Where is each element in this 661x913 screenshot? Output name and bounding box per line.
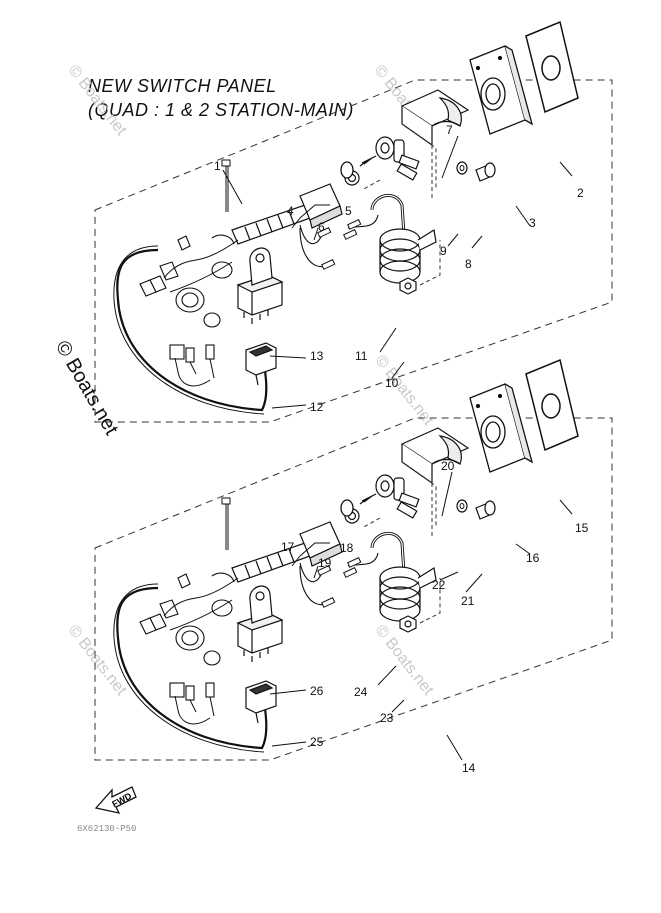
callout-21: 21 — [461, 594, 475, 608]
callout-24: 24 — [354, 685, 368, 699]
callout-18: 18 — [340, 541, 354, 555]
diagram-subtitle: (QUAD : 1 & 2 STATION-MAIN) — [88, 100, 354, 120]
callout-26: 26 — [310, 684, 324, 698]
callout-5: 5 — [345, 204, 352, 218]
callout-16: 16 — [526, 551, 540, 565]
diagram-title: NEW SWITCH PANEL — [88, 76, 277, 96]
callout-13: 13 — [310, 349, 324, 363]
fwd-arrow-icon — [94, 786, 137, 814]
callout-23: 23 — [380, 711, 394, 725]
callout-4: 4 — [287, 204, 294, 218]
callout-17: 17 — [281, 540, 295, 554]
callout-15: 15 — [575, 521, 589, 535]
callout-25: 25 — [310, 735, 324, 749]
callout-3: 3 — [529, 216, 536, 230]
part-code: 6X62130-P50 — [77, 824, 137, 834]
callout-2: 2 — [577, 186, 584, 200]
callout-12: 12 — [310, 400, 324, 414]
callout-numbers: 1 2 3 4 5 6 7 8 9 10 11 12 13 14 15 16 1… — [214, 123, 589, 775]
callout-11: 11 — [355, 349, 368, 363]
callout-14: 14 — [462, 761, 476, 775]
callout-10: 10 — [385, 376, 399, 390]
callout-1: 1 — [214, 159, 221, 173]
callout-9: 9 — [440, 244, 447, 258]
callout-6: 6 — [318, 220, 325, 234]
callout-20: 20 — [441, 459, 455, 473]
callout-7: 7 — [446, 123, 453, 137]
callout-22: 22 — [432, 578, 446, 592]
callout-19: 19 — [318, 556, 332, 570]
callout-8: 8 — [465, 257, 472, 271]
